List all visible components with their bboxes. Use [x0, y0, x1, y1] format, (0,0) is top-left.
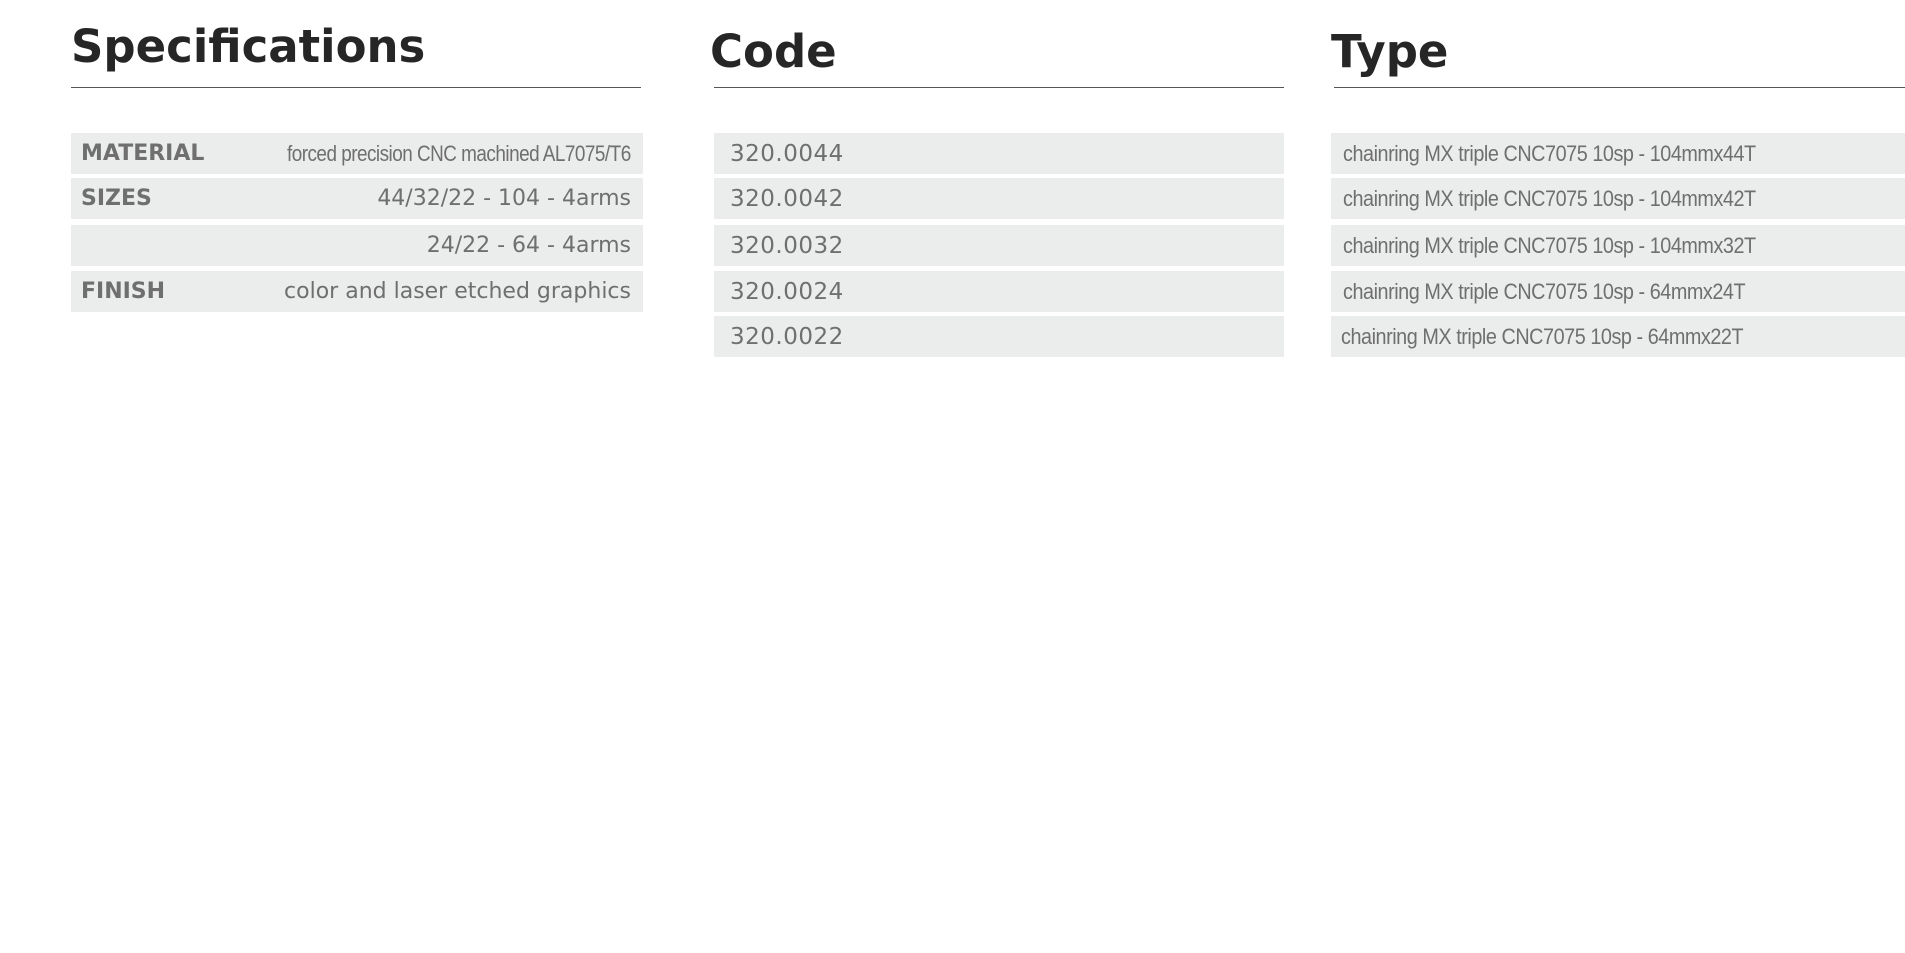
spec-value: color and laser etched graphics: [284, 279, 631, 304]
code-value: 320.0022: [730, 323, 844, 350]
spec-row-sizes-secondary: 24/22 - 64 - 4arms: [71, 225, 643, 266]
spec-value: 44/32/22 - 104 - 4arms: [377, 186, 631, 211]
type-value: chainring MX triple CNC7075 10sp - 64mmx…: [1343, 278, 1746, 304]
code-row: 320.0022: [714, 316, 1284, 357]
specifications-heading: Specifications: [71, 20, 426, 73]
type-row: chainring MX triple CNC7075 10sp - 104mm…: [1331, 225, 1905, 266]
code-divider: [714, 87, 1284, 88]
code-row: 320.0044: [714, 133, 1284, 174]
spec-label: FINISH: [81, 279, 166, 304]
type-value: chainring MX triple CNC7075 10sp - 104mm…: [1343, 232, 1756, 258]
code-value: 320.0032: [730, 232, 844, 259]
spec-row-sizes: SIZES 44/32/22 - 104 - 4arms: [71, 178, 643, 219]
specifications-divider: [71, 87, 641, 88]
type-value: chainring MX triple CNC7075 10sp - 64mmx…: [1341, 323, 1744, 349]
code-row: 320.0032: [714, 225, 1284, 266]
type-row: chainring MX triple CNC7075 10sp - 64mmx…: [1331, 271, 1905, 312]
type-row: chainring MX triple CNC7075 10sp - 64mmx…: [1331, 316, 1905, 357]
spec-value: 24/22 - 64 - 4arms: [426, 233, 631, 258]
type-row: chainring MX triple CNC7075 10sp - 104mm…: [1331, 133, 1905, 174]
type-divider: [1334, 87, 1905, 88]
spec-label: SIZES: [81, 186, 152, 211]
code-row: 320.0042: [714, 178, 1284, 219]
spec-value: forced precision CNC machined AL7075/T6: [287, 140, 631, 166]
spec-label: MATERIAL: [81, 141, 205, 166]
code-value: 320.0042: [730, 185, 844, 212]
code-heading: Code: [710, 25, 837, 78]
type-value: chainring MX triple CNC7075 10sp - 104mm…: [1343, 185, 1756, 211]
spec-row-material: MATERIAL forced precision CNC machined A…: [71, 133, 643, 174]
code-value: 320.0044: [730, 140, 844, 167]
code-row: 320.0024: [714, 271, 1284, 312]
code-value: 320.0024: [730, 278, 844, 305]
spec-row-finish: FINISH color and laser etched graphics: [71, 271, 643, 312]
type-row: chainring MX triple CNC7075 10sp - 104mm…: [1331, 178, 1905, 219]
type-value: chainring MX triple CNC7075 10sp - 104mm…: [1343, 140, 1756, 166]
type-heading: Type: [1331, 25, 1449, 78]
